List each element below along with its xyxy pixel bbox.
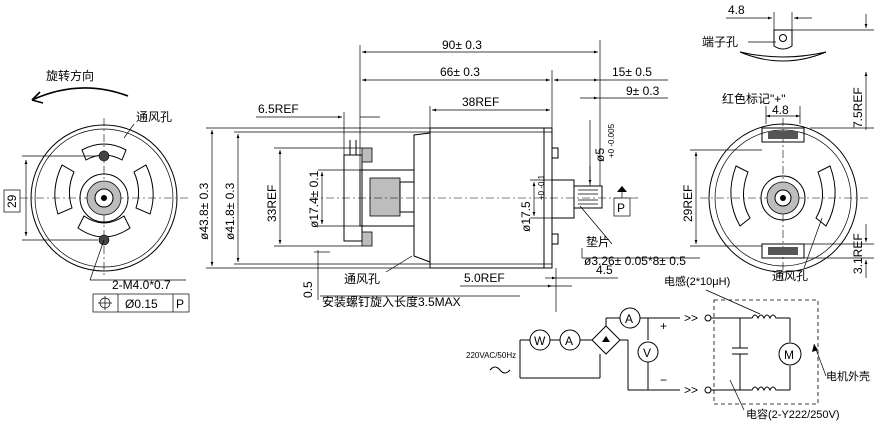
svg-text:W: W — [534, 334, 546, 348]
dim-4-5: 4.5 — [596, 263, 613, 277]
dim-5-0ref: 5.0REF — [464, 271, 505, 285]
supply-label: 220VAC/50Hz — [466, 351, 516, 360]
dim-15: 15± 0.5 — [612, 65, 652, 79]
dim-9: 9± 0.3 — [626, 84, 660, 98]
arrows-bottom: >> — [684, 383, 698, 397]
housing-box — [713, 299, 819, 405]
left-end-view: 旋转方向 通风孔 29 2-M4.0*0.7 — [3, 68, 190, 313]
svg-text:A: A — [565, 334, 573, 348]
vent-hole-label-right: 通风孔 — [772, 269, 808, 283]
svg-text:V: V — [643, 346, 651, 360]
rotation-arrow — [31, 87, 129, 101]
svg-text:M: M — [784, 348, 794, 362]
dia-43-8: ø43.8± 0.3 — [197, 182, 211, 240]
minus-sign: − — [660, 373, 667, 387]
dim-90: 90± 0.3 — [442, 38, 482, 52]
plus-sign: + — [660, 319, 667, 333]
screw-spec: 2-M4.0*0.7 — [112, 278, 171, 292]
dim-4-8-mid: 4.8 — [772, 103, 789, 117]
datum-p: P — [617, 201, 625, 215]
screw-depth-note: 安装螺钉旋入长度3.5MAX — [322, 294, 461, 309]
arrows-top: >> — [684, 311, 698, 325]
motor-symbol — [778, 342, 802, 366]
tolerance-frame: Ø0.15 P — [92, 293, 190, 313]
terminal-tab — [773, 29, 793, 50]
dim-29ref: 29REF — [681, 185, 695, 222]
dim-38ref: 38REF — [462, 95, 499, 109]
dia-5: ø5 — [593, 148, 607, 162]
dim-6-5ref: 6.5REF — [258, 102, 299, 116]
dia-17-5: ø17.5 — [519, 201, 533, 232]
svg-text:A: A — [625, 312, 633, 326]
dim-0-5: 0.5 — [301, 281, 315, 298]
dim-7-5ref: 7.5REF — [851, 87, 865, 128]
capacitor-label: 电容(2-Y222/250V) — [746, 407, 840, 421]
red-mark-label: 红色标记"+" — [722, 91, 786, 106]
inductor-label: 电感(2*10μH) — [664, 275, 730, 288]
housing-label: 电机外壳 — [826, 369, 870, 383]
vent-hole-label-left: 通风孔 — [136, 110, 172, 124]
dia-17-5-tol: +0 -0.1 — [537, 174, 546, 200]
terminal-bottom — [761, 243, 805, 259]
tolerance-datum: P — [176, 297, 184, 311]
vent-hole-label-bottom: 通风孔 — [344, 272, 380, 286]
shaft-spec: ø3.26± 0.05*8± 0.5 — [584, 254, 686, 268]
screw-hole-top — [98, 150, 110, 162]
dia-17-4: ø17.4± 0.1 — [307, 170, 321, 228]
terminal-hole-label: 端子孔 — [702, 35, 738, 49]
test-circuit: 220VAC/50Hz W A A V + − >> >> — [466, 275, 870, 421]
tolerance-value: Ø0.15 — [125, 297, 158, 311]
dim-29: 29 — [5, 194, 19, 208]
terminal-top — [761, 127, 805, 143]
dim-66: 66± 0.3 — [440, 65, 480, 79]
washer-label: 垫片 — [586, 234, 610, 249]
dim-33ref: 33REF — [265, 185, 279, 222]
right-end-view: 4.8 端子孔 7.5REF 红色标记"+" 4.8 — [681, 3, 874, 283]
dim-4-8-top: 4.8 — [728, 3, 745, 17]
rotation-direction-label: 旋转方向 — [46, 68, 94, 83]
dia-41-8: ø41.8± 0.3 — [223, 182, 237, 240]
dim-3-1ref: 3.1REF — [851, 233, 865, 274]
rectifier-bridge — [591, 325, 621, 355]
side-view: 90± 0.3 66± 0.3 15± 0.5 9± 0.3 38REF 6.5… — [197, 38, 700, 312]
dia-5-tol: +0 -0.005 — [607, 123, 616, 158]
